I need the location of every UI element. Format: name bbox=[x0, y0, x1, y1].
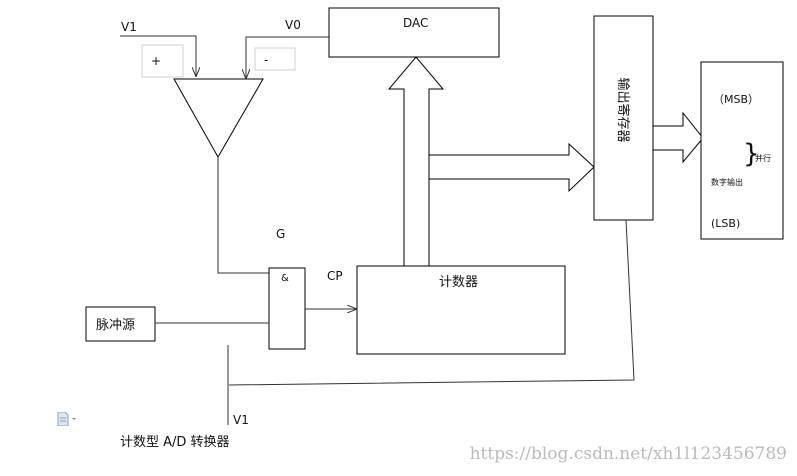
v1-bottom-label: V1 bbox=[233, 413, 249, 427]
dac-label: DAC bbox=[403, 16, 428, 30]
plus-box bbox=[141, 44, 184, 78]
register-feedback-wire bbox=[228, 219, 635, 386]
counter-to-register-arrow bbox=[428, 142, 595, 193]
document-icon[interactable] bbox=[57, 412, 79, 426]
output-register-box bbox=[593, 15, 654, 221]
minus-box bbox=[254, 47, 296, 71]
v1-input-wire bbox=[120, 35, 196, 76]
counter-box bbox=[356, 265, 566, 355]
svg-text:存: 存 bbox=[615, 116, 630, 129]
svg-text:寄: 寄 bbox=[615, 103, 631, 116]
counter-label: 计数器 bbox=[439, 275, 478, 290]
register-to-output-arrow bbox=[652, 111, 704, 164]
msb-label: （MSB） bbox=[713, 93, 759, 106]
cp-label: CP bbox=[327, 269, 343, 283]
v1-top-label: V1 bbox=[121, 20, 137, 34]
svg-text:器: 器 bbox=[615, 129, 630, 142]
svg-text:出: 出 bbox=[615, 90, 630, 103]
comparator-output-wire bbox=[217, 157, 269, 274]
v0-feedback-wire bbox=[246, 36, 329, 78]
pulse-source-label: 脉冲源 bbox=[96, 318, 135, 333]
v0-label: V0 bbox=[285, 18, 301, 32]
lsb-label: (LSB) bbox=[711, 217, 740, 230]
comparator-triangle bbox=[173, 78, 264, 159]
digital-output-box bbox=[700, 61, 784, 240]
counter-to-dac-arrow bbox=[387, 56, 445, 267]
digital-output-label: 数字输出 bbox=[711, 177, 743, 187]
and-gate-box bbox=[268, 267, 306, 350]
dac-box bbox=[328, 7, 500, 58]
parallel-label: 并行 bbox=[755, 153, 771, 163]
svg-text:输: 输 bbox=[615, 77, 631, 90]
pulse-source-box bbox=[85, 306, 156, 342]
output-register-label: 输 出 寄 存 器 bbox=[615, 77, 631, 142]
diagram-caption: 计数型 A/D 转换器 bbox=[120, 435, 230, 450]
g-label: G bbox=[276, 227, 285, 241]
brace-icon: } bbox=[743, 139, 760, 169]
plus-label: + bbox=[151, 54, 161, 68]
minus-label: - bbox=[264, 53, 268, 67]
watermark-text: https://blog.csdn.net/xh1l123456789 bbox=[469, 444, 787, 464]
and-gate-symbol: & bbox=[281, 273, 289, 284]
